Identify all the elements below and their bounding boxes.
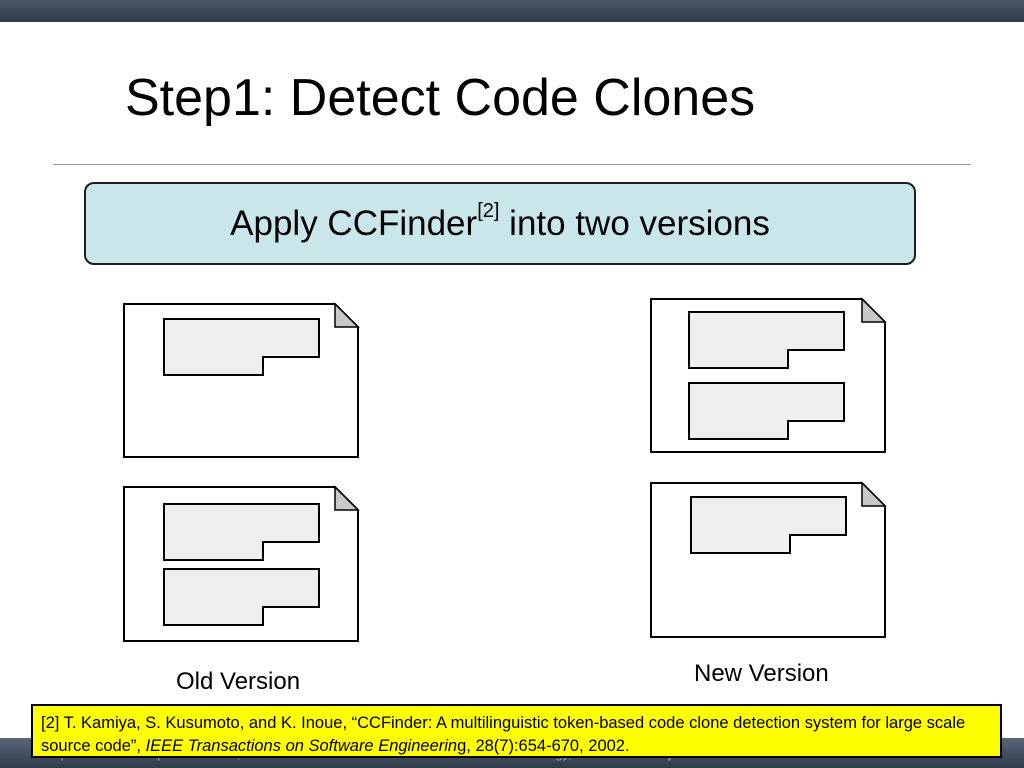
title-divider xyxy=(53,164,971,165)
old-version-label: Old Version xyxy=(176,668,301,695)
top-bar xyxy=(0,0,1024,22)
citation-details: g, 28(7):654-670, 2002. xyxy=(457,737,630,755)
new-version-file-2 xyxy=(650,481,887,638)
clone-fragment xyxy=(163,318,320,376)
slide-title: Step1: Detect Code Clones xyxy=(125,69,756,127)
new-version-label: New Version xyxy=(694,660,829,687)
new-version-file-1 xyxy=(650,297,887,453)
old-version-file-1 xyxy=(123,302,360,458)
old-version-file-2 xyxy=(123,485,360,642)
citation-text: [2] T. Kamiya, S. Kusumoto, and K. Inoue… xyxy=(41,714,966,755)
clone-fragment xyxy=(163,503,320,561)
clone-fragment xyxy=(690,496,847,554)
banner-text-after: into two versions xyxy=(499,203,770,243)
clone-fragment xyxy=(688,382,845,440)
clone-fragment xyxy=(688,311,845,369)
banner-text: Apply CCFinder[2] into two versions xyxy=(230,200,770,244)
banner-text-before: Apply CCFinder xyxy=(230,203,478,243)
citation-journal: IEEE Transactions on Software Engineerin xyxy=(145,737,458,755)
ccfinder-banner: Apply CCFinder[2] into two versions xyxy=(84,182,916,265)
citation-box: [2] T. Kamiya, S. Kusumoto, and K. Inoue… xyxy=(31,704,1002,758)
banner-citation-ref: [2] xyxy=(477,199,500,222)
clone-fragment xyxy=(163,568,320,626)
